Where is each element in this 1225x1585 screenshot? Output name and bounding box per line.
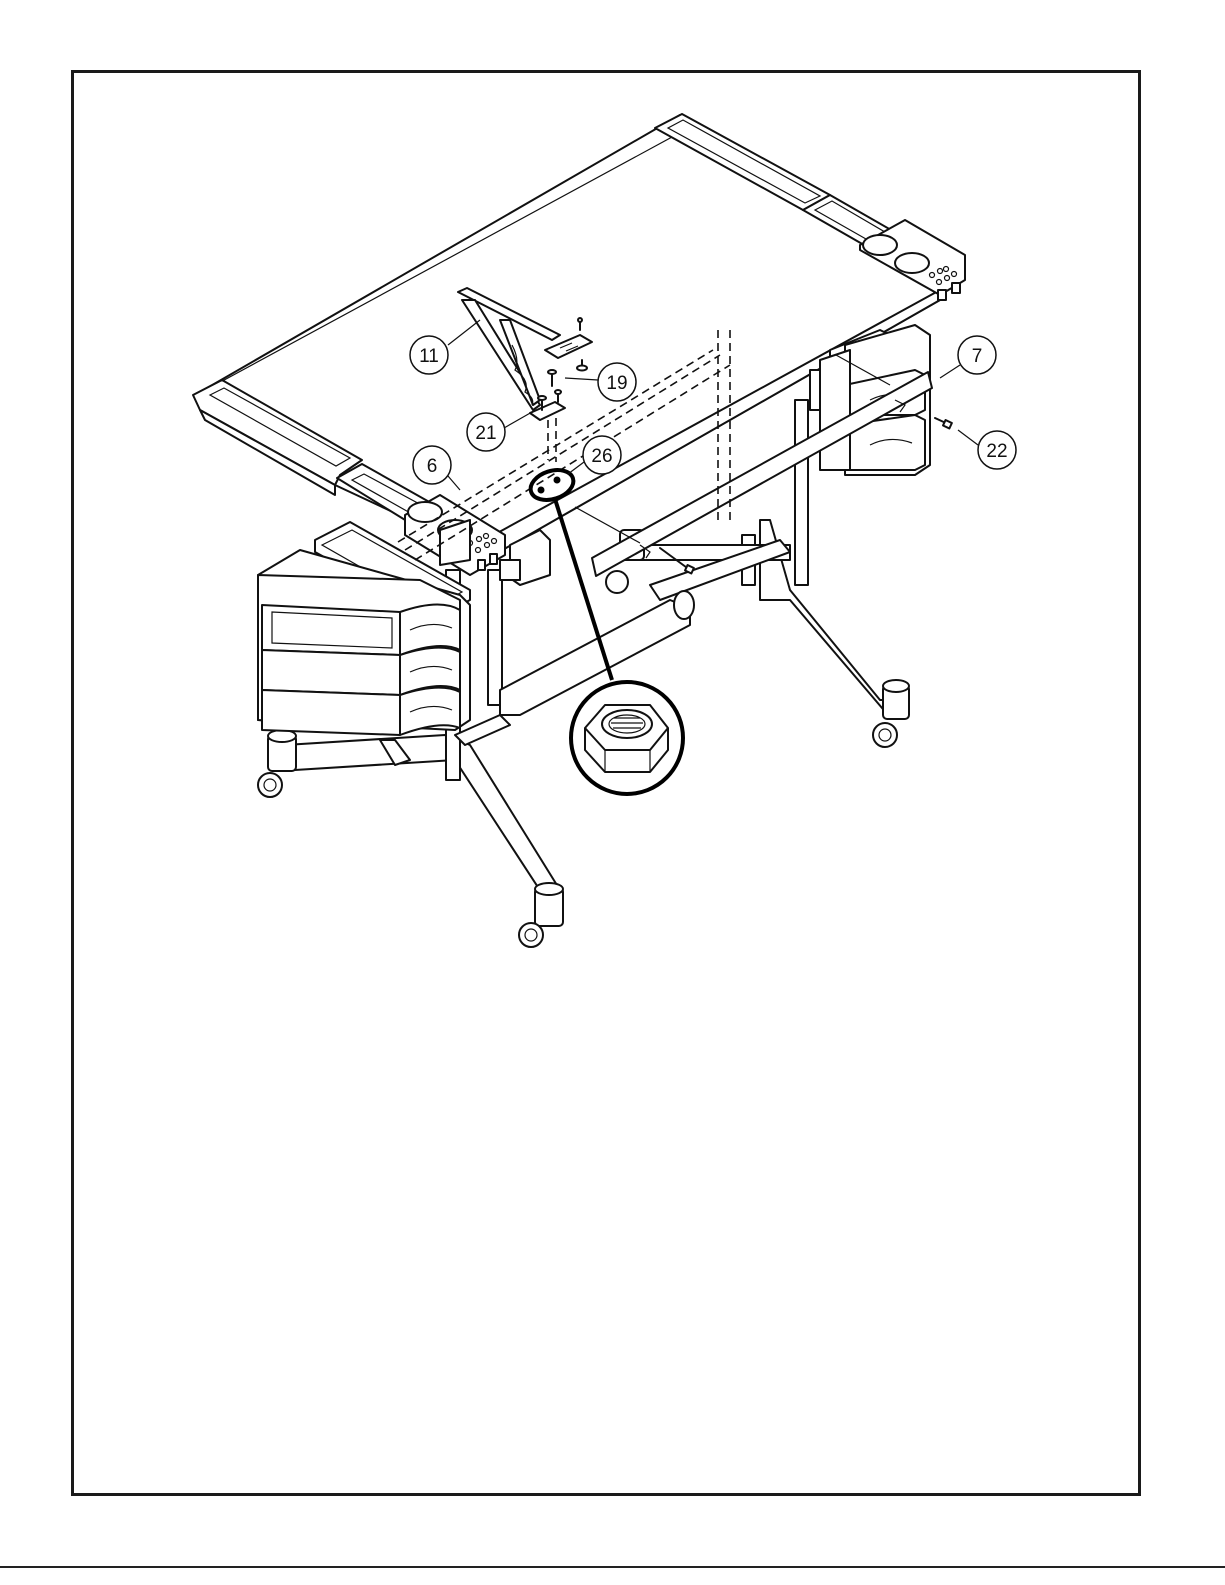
svg-text:7: 7 xyxy=(972,346,983,367)
svg-text:11: 11 xyxy=(419,346,439,367)
svg-text:19: 19 xyxy=(606,373,627,394)
svg-text:21: 21 xyxy=(475,423,496,444)
svg-text:6: 6 xyxy=(427,456,438,477)
nut-detail-view xyxy=(571,682,683,794)
svg-text:22: 22 xyxy=(986,441,1007,462)
svg-text:26: 26 xyxy=(591,446,612,467)
callout-7: 7 xyxy=(940,336,996,378)
callout-22: 22 xyxy=(958,430,1016,469)
page-bottom-rule xyxy=(0,1566,1225,1568)
